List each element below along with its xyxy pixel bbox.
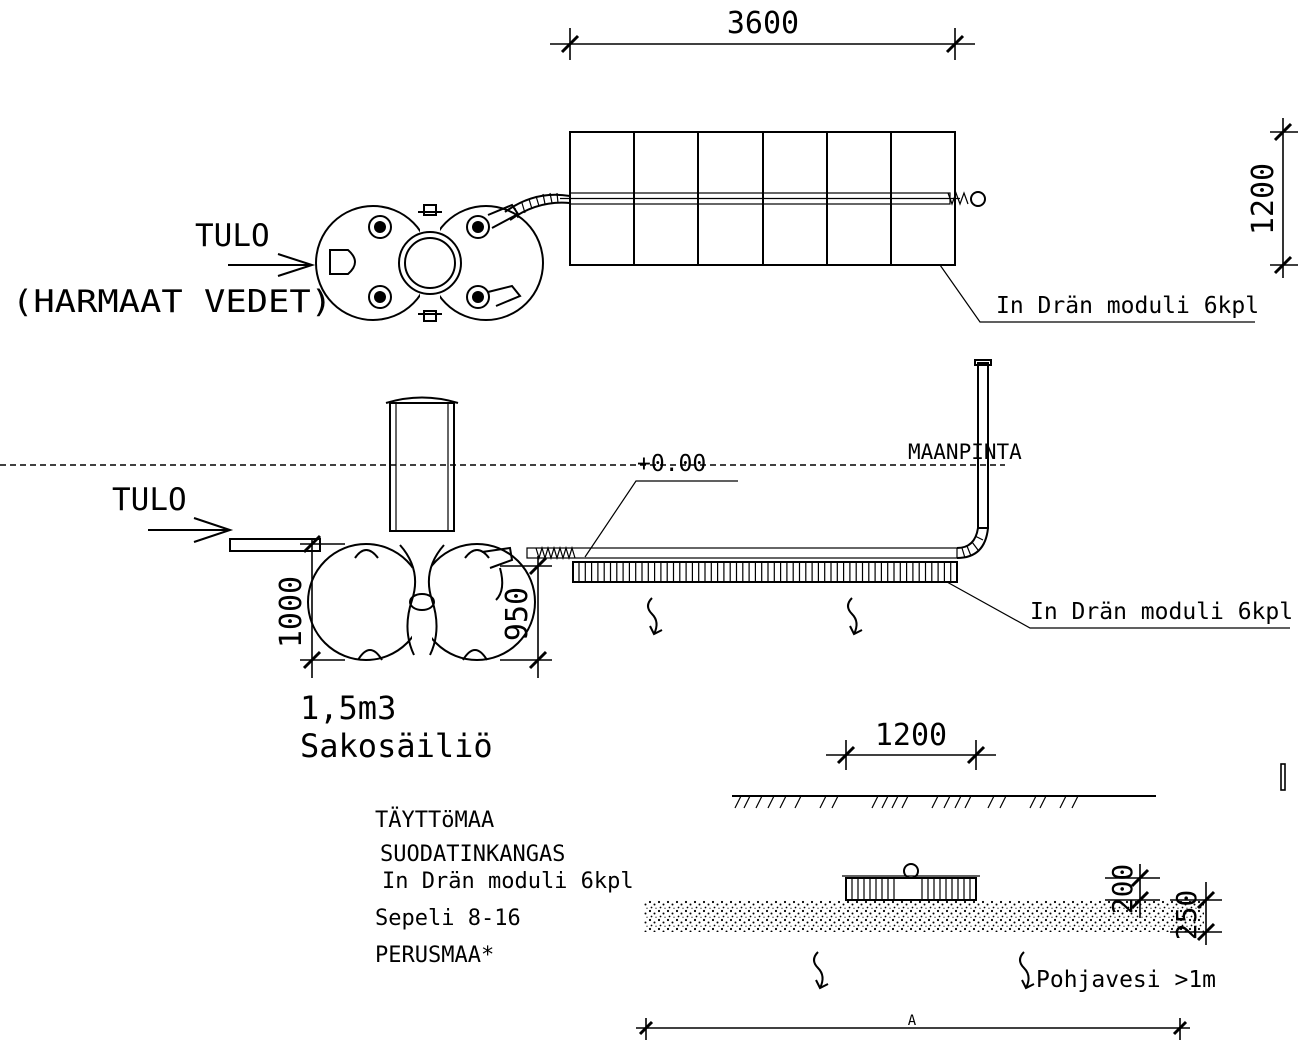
cross-base-dimension: A bbox=[636, 1013, 1190, 1040]
section-inlet-label: TULO bbox=[112, 482, 187, 518]
cross-width-dimension: 1200 bbox=[826, 718, 996, 770]
layer-label: SUODATINKANGAS bbox=[380, 842, 565, 867]
tank-inner-dimension: 950 bbox=[500, 556, 552, 678]
groundwater-label: Pohjavesi >1m bbox=[1036, 967, 1216, 993]
layer-label: In Drän moduli 6kpl bbox=[382, 869, 634, 894]
layer-label: Sepeli 8-16 bbox=[375, 906, 521, 931]
plan-module-label: In Drän moduli 6kpl bbox=[996, 293, 1259, 319]
section-view: MAANPINTA +0.00 TULO bbox=[0, 359, 1293, 765]
gravel-bed bbox=[644, 900, 1144, 932]
edge-mark bbox=[1280, 763, 1286, 791]
layer-label: PERUSMAA* bbox=[375, 943, 494, 968]
tank-height-label: 1000 bbox=[274, 576, 309, 648]
infiltration-arrows bbox=[647, 597, 863, 636]
section-module-label: In Drän moduli 6kpl bbox=[1030, 599, 1293, 625]
cross-infiltration-arrows bbox=[813, 951, 1035, 990]
tank-height-dimension: 1000 bbox=[274, 534, 345, 678]
tank-inner-label: 950 bbox=[500, 587, 535, 641]
plan-inlet-note: (HARMAAT VEDET) bbox=[12, 284, 332, 320]
section-septic-tank bbox=[307, 543, 536, 661]
tank-name-label: Sakosäiliö bbox=[300, 727, 493, 765]
cross-width-label: 1200 bbox=[875, 718, 947, 753]
level-marker: +0.00 bbox=[584, 451, 738, 558]
plan-width-dimension: 1200 bbox=[1246, 118, 1298, 278]
section-inlet: TULO bbox=[112, 482, 321, 552]
plan-length-dimension: 3600 bbox=[550, 6, 975, 60]
cross-module bbox=[842, 863, 980, 901]
section-modules bbox=[572, 561, 958, 583]
cross-base-label: A bbox=[908, 1013, 917, 1029]
ground-surface-label: MAANPINTA bbox=[908, 440, 1022, 464]
plan-inlet-label: TULO bbox=[195, 218, 270, 254]
plan-pipe-end bbox=[947, 191, 986, 207]
plan-inlet-arrow: TULO (HARMAAT VEDET) bbox=[12, 218, 332, 320]
section-distribution-pipe bbox=[526, 527, 989, 561]
plan-view: 3600 1200 bbox=[12, 6, 1298, 323]
layer-label: TÄYTTöMAA bbox=[375, 807, 494, 833]
section-module-leader: In Drän moduli 6kpl bbox=[946, 581, 1293, 629]
cross-gravel-dim-label: 250 bbox=[1170, 890, 1203, 941]
cross-section: 1200 200 bbox=[375, 718, 1222, 1040]
plan-septic-tank bbox=[315, 203, 544, 322]
layer-legend: TÄYTTöMAA SUODATINKANGAS In Drän moduli … bbox=[375, 807, 634, 968]
vent-pipe bbox=[974, 359, 992, 529]
level-label: +0.00 bbox=[637, 451, 706, 477]
plan-length-label: 3600 bbox=[727, 6, 799, 41]
cross-module-dim-label: 200 bbox=[1106, 864, 1139, 915]
plan-module-leader: In Drän moduli 6kpl bbox=[939, 264, 1259, 323]
cross-ground-surface bbox=[732, 795, 1156, 809]
tank-volume-label: 1,5m3 bbox=[300, 689, 396, 727]
plan-width-label: 1200 bbox=[1246, 163, 1281, 235]
cross-module-dimension: 200 bbox=[1105, 864, 1160, 918]
plan-module-grid bbox=[560, 131, 960, 266]
cross-gravel-dimension: 250 bbox=[1170, 882, 1222, 945]
tank-riser bbox=[385, 396, 459, 532]
